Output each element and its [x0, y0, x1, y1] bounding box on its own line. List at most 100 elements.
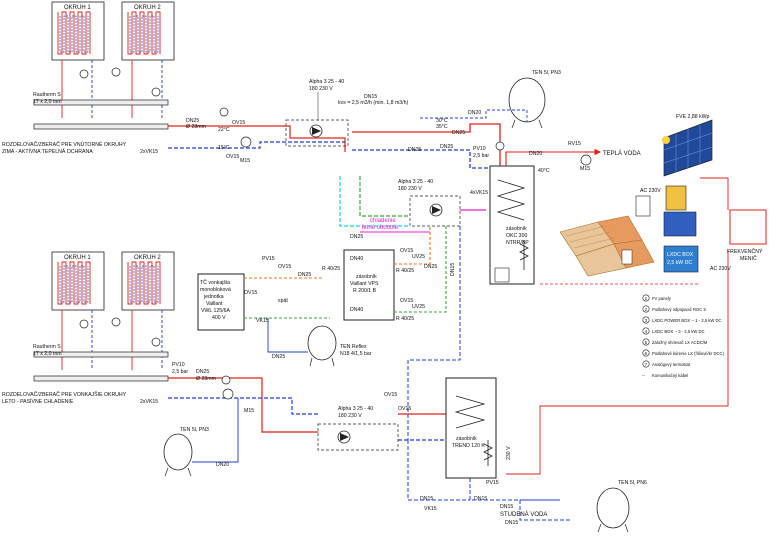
ten-reflex-name: TEN Reflex — [340, 344, 367, 350]
label-m15: M15 — [244, 408, 254, 414]
lower-manifold-pipe: Rautherm S — [33, 344, 61, 350]
lower-manifold-valve: 2xVK15 — [140, 399, 158, 405]
roc-disconnector-icon — [665, 185, 687, 211]
upper-manifold-valve: 2xVK15 — [140, 149, 158, 155]
label-dn15: DN15 — [450, 263, 456, 276]
legend-number-badge — [642, 327, 650, 335]
legend-number-badge — [642, 305, 650, 313]
ten-reflex-spec: N18 4/1,5 bar — [340, 351, 372, 357]
lower-risers — [61, 310, 163, 370]
thermometer-icon — [151, 337, 161, 347]
legend-number-badge — [642, 338, 650, 346]
main-return-trunk — [352, 149, 500, 169]
upper-return-line — [168, 141, 345, 149]
upper-circuit-1-label: OKRUH 1 — [64, 5, 91, 11]
tank-vps-l2: Vaillant VPS — [350, 281, 379, 287]
label-dn25: DN25 — [424, 264, 437, 270]
cooling-label-2: letné obdobie — [362, 225, 399, 231]
label-m15: M15 — [580, 166, 590, 172]
pump-bottom-name: Alpha 3 25 - 40 — [338, 406, 373, 412]
thermometer-icon — [495, 141, 505, 151]
label-temp: 15°C — [218, 145, 230, 151]
label-dn25: DN25 — [452, 130, 465, 136]
heatpump-l2: monobloková — [200, 287, 231, 293]
upper-circuit-2-label: OKRUH 2 — [134, 5, 161, 11]
label-r4025: R 40/25 — [396, 268, 414, 274]
expansion-tank-reflex: TEN Reflex N18 4/1,5 bar — [307, 325, 372, 367]
label-temp: 22°C — [218, 127, 230, 133]
legend-item-text: LXDC BOX -- 3 - 2,5 kW DC — [652, 329, 705, 334]
label-dn25: DN25 — [350, 234, 363, 240]
label-dn25: DN25 — [440, 144, 453, 150]
label-kvs: kvs = 2,5 m3/h (min. 1,8 m3/h) — [338, 100, 408, 106]
green-line — [359, 176, 410, 217]
ac230-label: AC 230V — [710, 266, 731, 272]
legend-number: 5 — [645, 340, 648, 345]
label-dn15: DN15 — [500, 504, 513, 510]
frequency-converter: FREKVENČNÝ MENIČ — [727, 209, 767, 262]
label-dn25: DN25 — [196, 369, 209, 375]
heatpump-l1: TČ vonkajšia — [200, 279, 230, 286]
ten-top-label: TEN 5l, PN3 — [532, 70, 561, 76]
thermometer-icon — [221, 375, 231, 385]
legend-dash: -- — [642, 373, 645, 378]
tank-vps: zásobník Vaillant VPS R 200/1 B DN40 DN4… — [343, 249, 395, 321]
label-dn15: DN15 — [505, 520, 518, 526]
label-dn25: DN25 — [298, 272, 311, 278]
thermometer-icon — [79, 69, 89, 79]
label-dn15: DN15 — [420, 496, 433, 502]
pump-group-top: Alpha 3 25 - 40 180 230 V — [285, 79, 349, 147]
tank-okc300: zásobník OKC 300 NTRR/BP 40°C 4xVK15 — [470, 165, 550, 285]
label-dn15: DN15 — [474, 496, 487, 502]
label-dn-size: Ø 28mm — [186, 124, 206, 130]
label-pv10-bar: 2,5 bar — [473, 153, 489, 159]
tank-vps-l3: R 200/1 B — [353, 288, 377, 294]
thermometer-icon — [111, 67, 121, 77]
lower-circuit-2-label: OKRUH 2 — [134, 255, 161, 261]
label-ov15: OV15 — [244, 290, 257, 296]
pump-top-name: Alpha 3 25 - 40 — [309, 79, 344, 85]
label-temp: 40°C — [538, 168, 550, 174]
pv-panel: FVE 2,88 kWp — [662, 114, 713, 177]
tank-vps-l1: zásobník — [356, 274, 377, 280]
reflex-line — [267, 318, 308, 353]
label-uv25: UV25 — [412, 304, 425, 310]
thermometer-icon — [111, 317, 121, 327]
thermometer-icon — [151, 87, 161, 97]
pump-bottom-spec: 180 230 V — [338, 413, 362, 419]
legend-number-badge — [642, 316, 650, 324]
lower-manifold: Rautherm S 17 x 2,0 mm ROZDELOVAČ/ZBERAČ… — [2, 344, 169, 405]
cooling-line — [339, 176, 410, 227]
label-4xvk15: 4xVK15 — [470, 190, 488, 196]
pump-mid-spec: 180 230 V — [398, 186, 422, 192]
ten-left-line — [192, 398, 239, 463]
label-ov15: OV15 — [232, 120, 245, 126]
legend-number-badge — [642, 360, 650, 368]
label-ov15: OV15 — [400, 298, 413, 304]
cold-line-a — [407, 440, 470, 501]
converter-label-1: FREKVENČNÝ — [727, 248, 763, 255]
legend-item-text: Komunikačný kábel — [652, 373, 688, 378]
thermostat-icon — [621, 249, 633, 265]
pump-top-spec: 180 230 V — [309, 86, 333, 92]
label-pv10-bar: 2,5 bar — [172, 369, 188, 375]
pv-caption: FVE 2,88 kWp — [676, 114, 710, 120]
tank-trend-voltage: 230 V — [506, 446, 512, 460]
legend-item-text: Podlahové kúrenie LX (fóliové/kr DCC) — [652, 351, 725, 356]
legend-number: 1 — [645, 296, 648, 301]
lower-manifold-caption1: ROZDELOVAČ/ZBERAČ PRE VONKAJŠIE OKRUHY — [2, 391, 127, 398]
label-temp: 30°C — [436, 118, 448, 124]
label-m15: M15 — [240, 158, 250, 164]
converter-label-2: MENIČ — [740, 255, 757, 262]
pump-group-bottom: Alpha 3 25 - 40 180 230 V — [317, 406, 399, 451]
label-ov15: OV15 — [398, 406, 411, 412]
upper-manifold-pipe: Rautherm S — [33, 92, 61, 98]
expansion-tank-right: TEN 5l, PN6 — [596, 480, 647, 533]
heat-pump-unit: TČ vonkajšia monobloková jednotka Vailla… — [197, 273, 245, 331]
lower-circuit-2: OKRUH 2 — [121, 251, 175, 311]
label-vk15: VK15 — [256, 318, 269, 324]
lower-manifold-caption2: LETO - PASÍVNE CHLADENIE — [2, 398, 74, 405]
upper-manifold: Rautherm S 17 x 2,0 mm ROZDELOVAČ/ZBERAČ… — [2, 92, 169, 155]
lower-circuit-1-label: OKRUH 1 — [64, 255, 91, 261]
